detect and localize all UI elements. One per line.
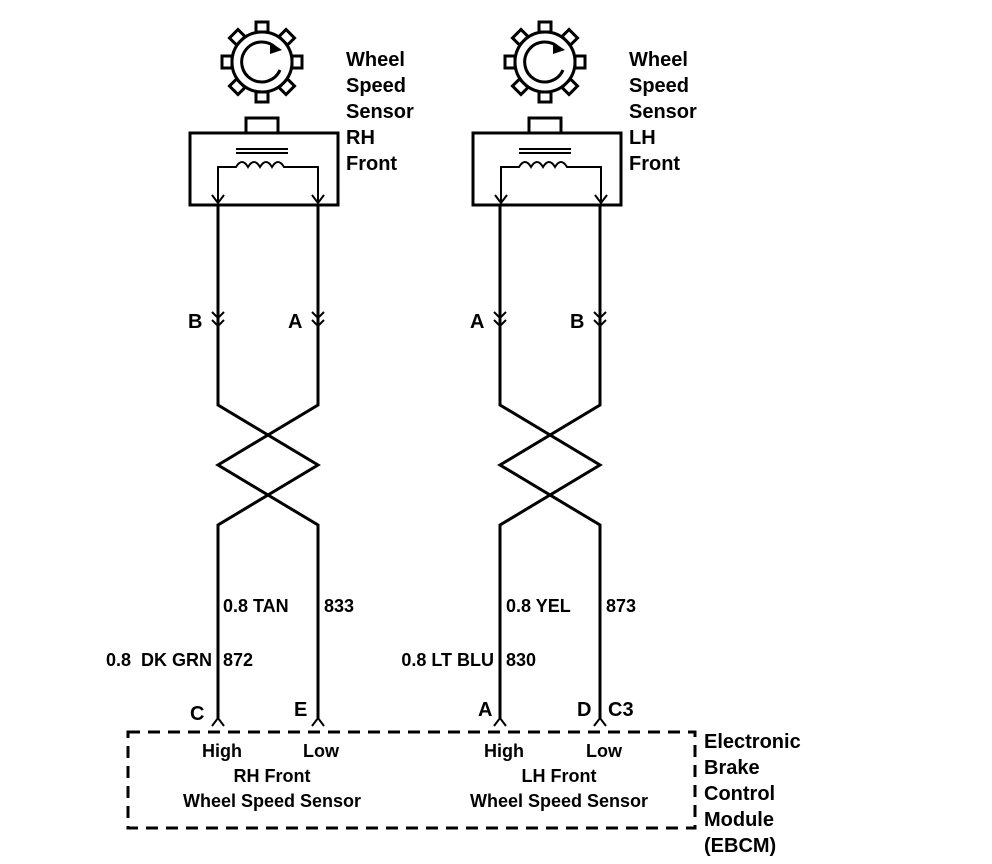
- rh-wheel-icon: [220, 20, 304, 104]
- rh-low-label: Low: [303, 741, 340, 761]
- rh-high-wire-color: 0.8 DK GRN: [106, 650, 212, 670]
- svg-text:LH: LH: [629, 127, 656, 149]
- lh-high-label: High: [484, 741, 524, 761]
- rh-front-label: RH Front: [234, 766, 311, 786]
- rh-pin-b: B: [188, 311, 202, 333]
- svg-text:Sensor: Sensor: [629, 101, 697, 123]
- svg-text:RH: RH: [346, 127, 375, 149]
- svg-text:Front: Front: [346, 153, 397, 175]
- rh-pin-a: A: [288, 311, 302, 333]
- inline-connector-icons: [211, 311, 607, 327]
- svg-text:Control: Control: [704, 783, 775, 805]
- svg-text:Front: Front: [629, 153, 680, 175]
- lh-pin-a: A: [470, 311, 484, 333]
- svg-text:Speed: Speed: [346, 75, 406, 97]
- rh-high-circuit: 872: [223, 650, 253, 670]
- lh-high-circuit: 830: [506, 650, 536, 670]
- lh-twisted-pair: [497, 205, 603, 718]
- terminal-c: C: [190, 703, 204, 725]
- svg-text:Wheel: Wheel: [629, 49, 688, 71]
- lh-sensor-coil-icon: [471, 116, 623, 207]
- terminal-d: D: [577, 699, 591, 721]
- lh-low-label: Low: [586, 741, 623, 761]
- lh-low-wire-color: 0.8 YEL: [506, 596, 571, 616]
- ebcm-label: Electronic Brake Control Module (EBCM): [704, 731, 801, 857]
- svg-text:Brake: Brake: [704, 757, 760, 779]
- svg-text:Electronic: Electronic: [704, 731, 801, 753]
- rh-low-circuit: 833: [324, 596, 354, 616]
- svg-text:Sensor: Sensor: [346, 101, 414, 123]
- lh-low-circuit: 873: [606, 596, 636, 616]
- svg-text:Module: Module: [704, 809, 774, 831]
- rh-high-label: High: [202, 741, 242, 761]
- lh-high-wire-color: 0.8 LT BLU: [401, 650, 494, 670]
- lh-front-label: LH Front: [522, 766, 597, 786]
- lh-wss-label: Wheel Speed Sensor: [470, 791, 648, 811]
- module-terminal-icons: [211, 717, 607, 727]
- rh-sensor-coil-icon: [188, 116, 340, 207]
- rh-sensor-label: Wheel Speed Sensor RH Front: [346, 49, 414, 175]
- terminal-e: E: [294, 699, 307, 721]
- rh-low-wire-color: 0.8 TAN: [223, 596, 289, 616]
- rh-twisted-pair: [215, 205, 321, 718]
- lh-wheel-icon: [503, 20, 587, 104]
- lh-pin-b: B: [570, 311, 584, 333]
- svg-text:Wheel: Wheel: [346, 49, 405, 71]
- lh-sensor-label: Wheel Speed Sensor LH Front: [629, 49, 697, 175]
- rh-wss-label: Wheel Speed Sensor: [183, 791, 361, 811]
- ebcm-module-box: [126, 730, 697, 830]
- connector-c3: C3: [608, 699, 634, 721]
- svg-text:(EBCM): (EBCM): [704, 835, 776, 857]
- svg-text:Speed: Speed: [629, 75, 689, 97]
- terminal-a: A: [478, 699, 492, 721]
